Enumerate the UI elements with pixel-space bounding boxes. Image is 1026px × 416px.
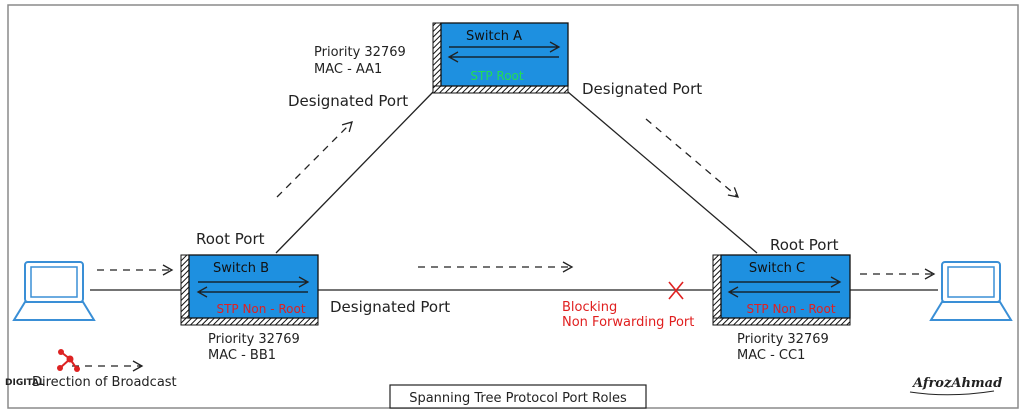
link-a-c — [567, 91, 758, 254]
switch-a-mac: MAC - AA1 — [314, 62, 382, 77]
port-label-a-right: Designated Port — [582, 80, 702, 98]
switch-c-priority: Priority 32769 — [737, 332, 829, 347]
author-signature: AfrozAhmad — [911, 376, 1002, 391]
broadcast-arrow-a-to-c — [645, 118, 740, 198]
blocking-x-mark — [668, 281, 684, 300]
signature-underline — [909, 390, 995, 396]
port-label-b-top: Root Port — [196, 230, 265, 248]
switch-c-mac: MAC - CC1 — [737, 348, 805, 363]
switch-c-name: Switch C — [749, 261, 805, 276]
legend-broadcast-label: Direction of Broadcast — [32, 375, 177, 390]
laptop-left-icon — [12, 261, 96, 321]
switch-a-hatch-bottom — [432, 85, 569, 94]
caption-text: Spanning Tree Protocol Port Roles — [409, 391, 627, 406]
switch-b-hatch-bottom — [180, 317, 319, 326]
switch-a-role: STP Root — [470, 69, 523, 83]
port-label-b-right: Designated Port — [330, 298, 450, 316]
switch-a: Switch A STP Root — [432, 22, 569, 94]
caption-box — [389, 384, 647, 409]
port-label-c-non-forwarding: Non Forwarding Port — [562, 315, 694, 330]
broadcast-arrow-b-to-a — [276, 121, 353, 198]
port-label-c-top: Root Port — [770, 236, 839, 254]
network-logo-icon — [57, 349, 80, 372]
link-a-b — [275, 91, 434, 254]
switch-c-role: STP Non - Root — [746, 302, 835, 316]
switch-b-role: STP Non - Root — [216, 302, 305, 316]
switch-b: Switch B STP Non - Root — [180, 254, 319, 326]
switch-c: Switch C STP Non - Root — [712, 254, 851, 326]
switch-c-body — [720, 254, 851, 319]
switch-b-name: Switch B — [213, 261, 269, 276]
watermark-text: DIGITAL — [5, 378, 45, 388]
switch-b-mac: MAC - BB1 — [208, 348, 276, 363]
broadcast-arrows — [72, 118, 936, 372]
switch-a-body — [440, 22, 569, 87]
switch-a-priority: Priority 32769 — [314, 45, 406, 60]
switch-c-hatch-side — [712, 254, 722, 326]
switch-a-name: Switch A — [466, 29, 522, 44]
switch-b-priority: Priority 32769 — [208, 332, 300, 347]
switch-c-hatch-bottom — [712, 317, 851, 326]
laptop-right-icon — [929, 261, 1013, 321]
switch-b-hatch-side — [180, 254, 190, 326]
watermark-logo: DIGITAL — [5, 349, 80, 388]
port-label-a-left: Designated Port — [288, 92, 408, 110]
switch-a-hatch-side — [432, 22, 442, 94]
switch-b-body — [188, 254, 319, 319]
port-label-c-blocking: Blocking — [562, 300, 617, 315]
